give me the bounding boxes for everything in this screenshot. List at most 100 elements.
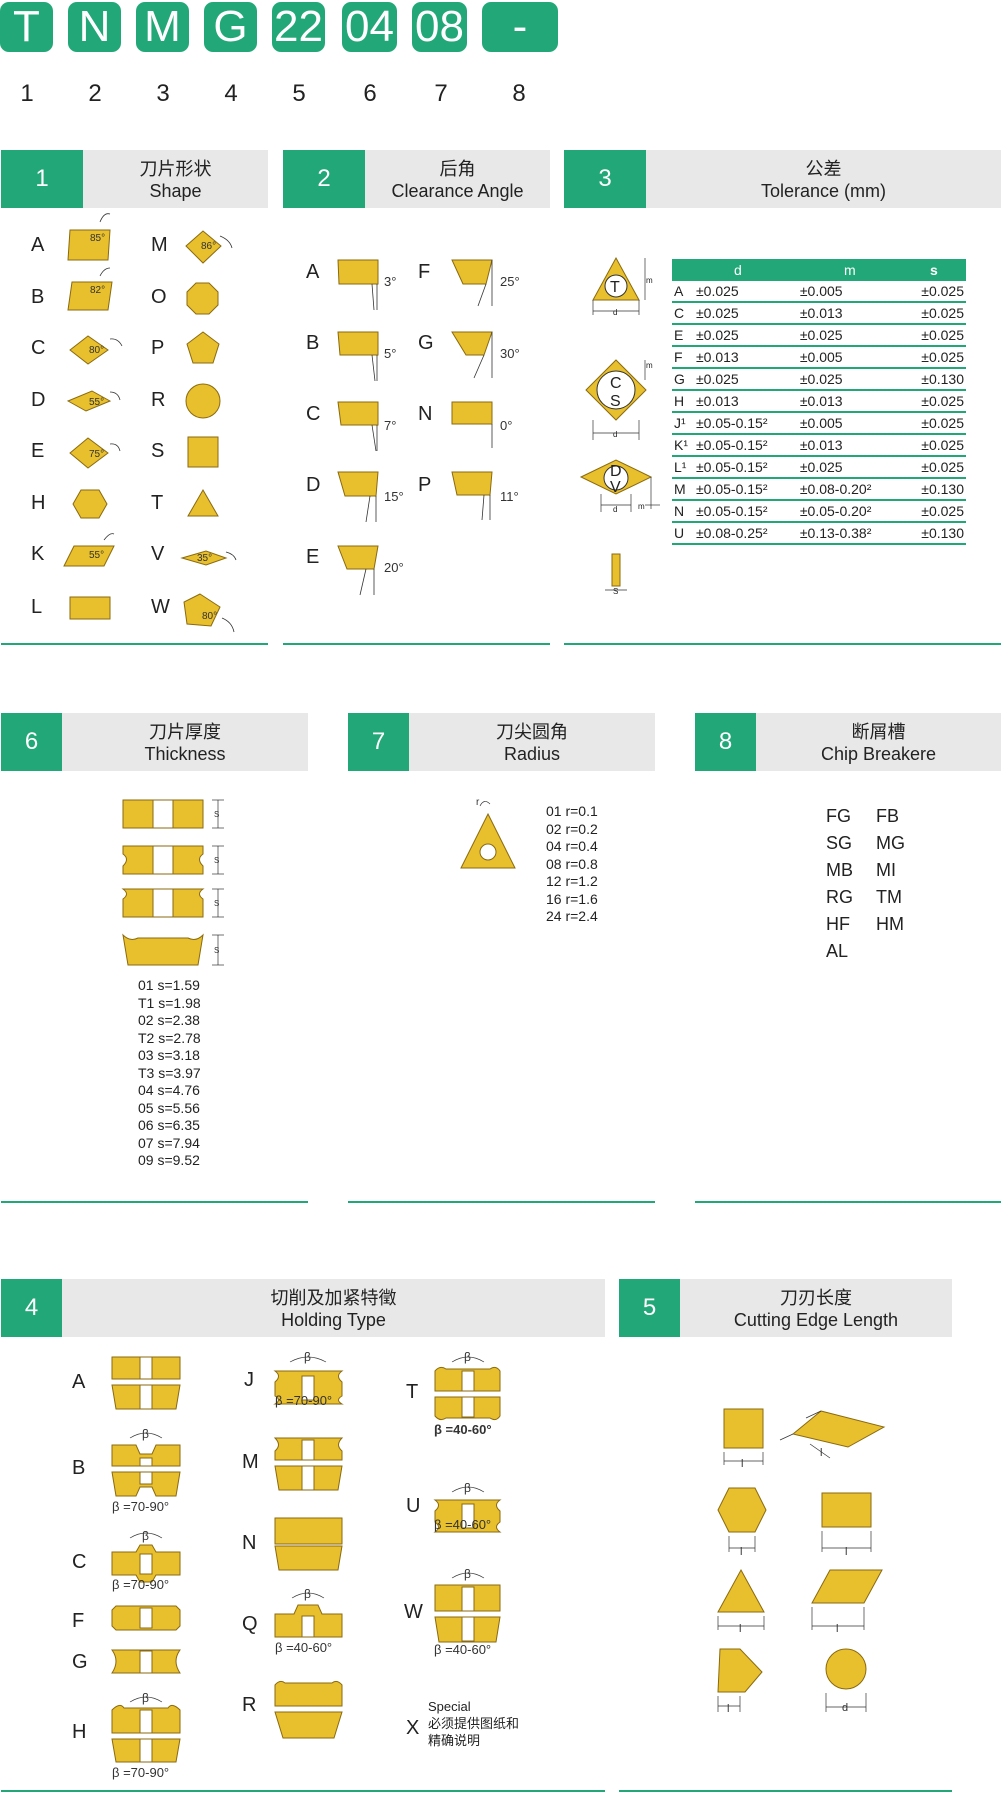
holding-J-beta: β [304, 1350, 311, 1364]
tol-label-V: V [610, 479, 621, 496]
thickness-item: 04 s=4.76 [138, 1082, 200, 1098]
clearance-letter-B: B [306, 332, 320, 354]
holding-icons: β β β β β β β β β =70-90° β =70-90° β =7… [111, 1350, 502, 1780]
clearance-letter-F: F [418, 261, 431, 283]
thickness-item: T3 s=3.97 [138, 1064, 201, 1081]
holding-letter-N: N [242, 1532, 257, 1554]
section-1-bottom-line [1, 643, 268, 645]
holding-N-icon [274, 1517, 343, 1545]
section-5-title-cn: 刀刃长度 [780, 1288, 852, 1308]
clearance-N-angle: 0° [500, 418, 512, 433]
tolerance-cell-s: ±0.025 [901, 434, 966, 457]
holding-W-angle: β =40-60° [434, 1642, 491, 1657]
tolerance-cell-s: ±0.025 [901, 456, 966, 479]
shape-letter-M: M [151, 234, 168, 256]
shape-A-icon [67, 229, 111, 261]
clearance-letter-C: C [306, 403, 321, 425]
tolerance-cell-m: ±0.025 [797, 456, 902, 479]
edge-label-l-4: l [845, 1546, 847, 1558]
shape-V-icon [180, 550, 228, 566]
clearance-letter-D: D [306, 474, 321, 496]
radius-item: 04 r=0.4 [546, 838, 598, 854]
tolerance-row: N±0.05-0.15²±0.05-0.20²±0.025 [672, 500, 966, 523]
tolerance-cell-m: ±0.025 [797, 368, 902, 391]
clearance-letter-N: N [418, 403, 433, 425]
section-4-title-cn: 切削及加紧特徵 [270, 1288, 397, 1308]
shape-letter-L: L [31, 596, 43, 618]
section-5-number: 5 [619, 1279, 680, 1337]
section-2-title-en: Clearance Angle [391, 181, 524, 201]
holding-X-note-line1: 必须提供图纸和 [428, 1716, 520, 1731]
section-8-title-en: Chip Breakere [820, 744, 937, 764]
clearance-B-icon [337, 331, 379, 356]
tolerance-cell-s: ±0.025 [901, 412, 966, 435]
tolerance-cell-letter: N [672, 500, 694, 523]
section-8-number: 8 [695, 713, 756, 771]
section-7-title: 刀尖圆角 Radius [409, 721, 655, 765]
shape-B-icon [67, 281, 113, 311]
section-5-bottom-line [619, 1790, 952, 1792]
section-5-title-en: Cutting Edge Length [733, 1310, 899, 1330]
tolerance-cell-letter: K¹ [672, 434, 694, 457]
holding-letter-X: X [406, 1717, 420, 1739]
thickness-item: 07 s=7.94 [138, 1134, 200, 1151]
tol-label-m3: m [638, 502, 645, 511]
tolerance-row: F±0.013±0.005±0.025 [672, 346, 966, 369]
tolerance-row: G±0.025±0.025±0.130 [672, 368, 966, 391]
section-7-header: 7 刀尖圆角 Radius [348, 713, 655, 771]
tolerance-cell-m: ±0.08-0.20² [797, 478, 902, 501]
tolerance-cell-m: ±0.013 [797, 434, 902, 457]
tolerance-cell-s: ±0.025 [901, 346, 966, 369]
thickness-s-label-4: S [214, 946, 219, 955]
tolerance-cell-letter: J¹ [672, 412, 694, 435]
holding-letter-M: M [242, 1451, 259, 1473]
tolerance-cell-m: ±0.005 [797, 346, 902, 369]
tol-label-m1: m [646, 276, 653, 285]
shape-E-angle: 75° [89, 449, 104, 460]
section-6-title-cn: 刀片厚度 [149, 722, 221, 742]
thickness-item: 01 s=1.59 [138, 977, 200, 993]
section-6-bottom-line [1, 1201, 308, 1203]
thickness-item: T2 s=2.78 [138, 1029, 201, 1046]
edge-hexagon-icon [717, 1487, 767, 1533]
holding-letter-Q: Q [242, 1613, 258, 1635]
code-box-6: 04 [342, 2, 397, 52]
tolerance-header-row: d m s [672, 259, 966, 281]
section-3-header: 3 公差 Tolerance (mm) [564, 150, 1001, 208]
chipbreaker-item: TM [876, 887, 902, 907]
clearance-icons: 3° 5° 7° 15° 20° 25° 30° 0° 11° [337, 259, 520, 596]
shape-letter-B: B [31, 286, 45, 308]
holding-letter-T: T [406, 1381, 419, 1403]
holding-B-icon [111, 1444, 181, 1467]
radius-list: 01 r=0.1 02 r=0.2 04 r=0.4 08 r=0.8 12 r… [546, 803, 646, 926]
position-4: 4 [224, 80, 238, 107]
section-7-title-cn: 刀尖圆角 [496, 722, 568, 742]
section-1-title-cn: 刀片形状 [139, 159, 212, 179]
tolerance-col-letter [672, 259, 694, 281]
thickness-s-label-2: S [214, 856, 219, 865]
thickness-item: 05 s=5.56 [138, 1099, 200, 1116]
tolerance-cell-d: ±0.025 [694, 302, 798, 325]
thickness-item: 02 s=2.38 [138, 1012, 200, 1028]
section-6-header: 6 刀片厚度 Thickness [1, 713, 308, 771]
shape-letter-T: T [151, 492, 164, 514]
shape-L-icon [69, 596, 111, 620]
shape-letter-E: E [31, 440, 45, 462]
clearance-P-angle: 11° [500, 489, 519, 504]
section-4-title-en: Holding Type [281, 1310, 386, 1330]
tolerance-cell-d: ±0.08-0.25² [694, 522, 798, 545]
clearance-A-angle: 3° [384, 274, 396, 289]
tol-label-m2: m [646, 361, 653, 370]
section-3-title: 公差 Tolerance (mm) [646, 158, 1001, 202]
section-1-title: 刀片形状 Shape [83, 158, 268, 202]
tolerance-row: E±0.025±0.025±0.025 [672, 324, 966, 347]
tolerance-row: M±0.05-0.15²±0.08-0.20²±0.130 [672, 478, 966, 501]
shape-D-angle: 55° [89, 397, 104, 408]
shape-letter-H: H [31, 492, 46, 514]
chipbreaker-right-list: FB MG MI TM HM [876, 803, 905, 938]
section-5-title: 刀刃长度 Cutting Edge Length [680, 1287, 952, 1331]
section-4-header: 4 切削及加紧特徵 Holding Type [1, 1279, 605, 1337]
chipbreaker-item: FG [826, 806, 851, 826]
radius-item: 24 r=2.4 [546, 908, 598, 924]
